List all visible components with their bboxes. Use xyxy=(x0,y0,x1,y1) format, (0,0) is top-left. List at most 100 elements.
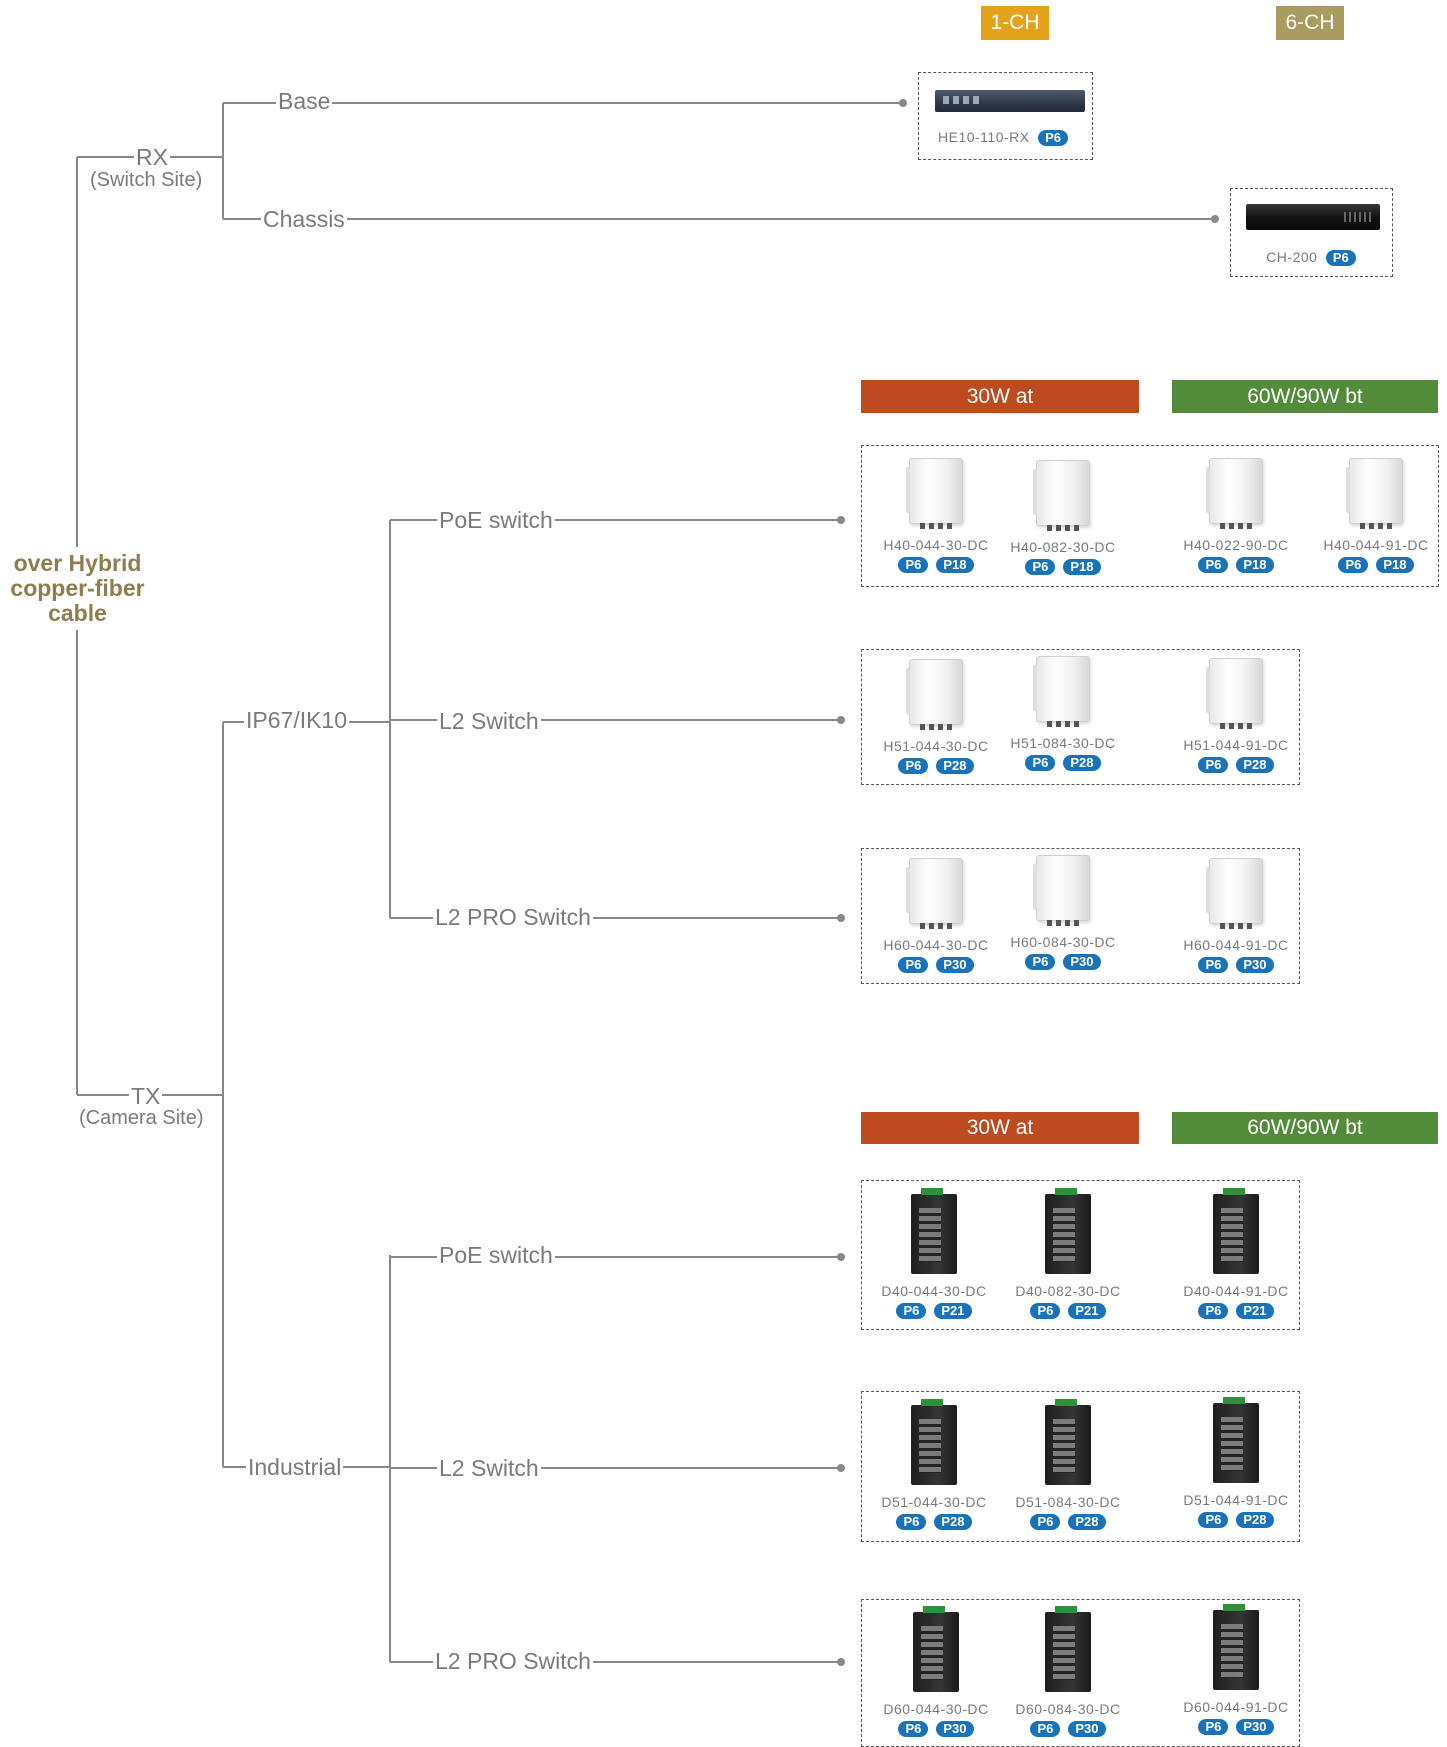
page-tag[interactable]: P21 xyxy=(1068,1303,1106,1319)
product-name: D60-044-91-DC xyxy=(1183,1699,1289,1715)
page-tag[interactable]: P28 xyxy=(1068,1514,1106,1530)
base-endpoint-dot xyxy=(899,99,907,107)
page-tag[interactable]: P6 xyxy=(1325,250,1356,266)
page-tag[interactable]: P6 xyxy=(1198,1512,1229,1528)
product-name: D51-084-30-DC xyxy=(1015,1494,1121,1510)
ip67-l2pro-product-box xyxy=(861,848,1300,984)
industrial-switch-image xyxy=(1045,1606,1091,1692)
page-tag[interactable]: P6 xyxy=(1038,130,1068,146)
ip67-l2pro-switch-label: L2 PRO Switch xyxy=(433,904,593,930)
product-name: D40-044-91-DC xyxy=(1183,1283,1289,1299)
page-tag[interactable]: P6 xyxy=(1198,1719,1229,1735)
page-tag[interactable]: P6 xyxy=(898,557,929,573)
page-tag[interactable]: P6 xyxy=(1030,1514,1061,1530)
product-d40-044-91-dc: D40-044-91-DC P6 P21 xyxy=(1166,1188,1306,1320)
page-tag[interactable]: P30 xyxy=(1236,957,1274,973)
page-tag[interactable]: P6 xyxy=(1338,557,1369,573)
page-tag[interactable]: P6 xyxy=(1030,1721,1061,1737)
page-tag[interactable]: P30 xyxy=(1063,954,1101,970)
ip67-enclosure-image xyxy=(906,858,963,929)
product-name: H51-044-30-DC xyxy=(883,738,989,754)
page-tag[interactable]: P6 xyxy=(896,1303,927,1319)
page-tag[interactable]: P28 xyxy=(1236,757,1274,773)
tx-sublabel: (Camera Site) xyxy=(79,1107,204,1129)
page-tag[interactable]: P6 xyxy=(1025,755,1056,771)
product-name: H40-044-91-DC xyxy=(1323,537,1429,553)
industrial-l2-product-box xyxy=(861,1391,1300,1542)
page-tag[interactable]: P28 xyxy=(934,1514,972,1530)
ip67-l2-endpoint-dot xyxy=(837,716,845,724)
product-d51-084-30-dc: D51-084-30-DC P6 P28 xyxy=(998,1399,1138,1531)
rx-base-product-box xyxy=(918,72,1093,160)
ip67-enclosure-image xyxy=(1033,460,1090,531)
page-tag[interactable]: P30 xyxy=(936,1721,974,1737)
page-tag[interactable]: P30 xyxy=(1068,1721,1106,1737)
ip67-label: IP67/IK10 xyxy=(244,707,350,733)
tx-label: TX xyxy=(129,1083,163,1109)
page-tag[interactable]: P6 xyxy=(1198,1303,1229,1319)
rack-unit-image xyxy=(935,90,1085,112)
page-tag[interactable]: P6 xyxy=(898,957,929,973)
ip67-l2-switch-label: L2 Switch xyxy=(437,708,541,734)
page-tag[interactable]: P18 xyxy=(936,557,974,573)
product-name: D60-084-30-DC xyxy=(1015,1701,1121,1717)
page-tag[interactable]: P28 xyxy=(936,758,974,774)
industrial-l2-switch-label: L2 Switch xyxy=(437,1455,541,1481)
page-tag[interactable]: P6 xyxy=(1198,957,1229,973)
ip67-enclosure-image xyxy=(1033,656,1090,727)
product-name: H51-084-30-DC xyxy=(1010,735,1116,751)
page-tag[interactable]: P6 xyxy=(1025,559,1056,575)
page-tag[interactable]: P21 xyxy=(934,1303,972,1319)
product-h40-044-91-dc: H40-044-91-DC P6 P18 xyxy=(1306,458,1446,574)
industrial-l2-endpoint-dot xyxy=(837,1464,845,1472)
page-tag[interactable]: P18 xyxy=(1236,557,1274,573)
product-name: H60-084-30-DC xyxy=(1010,934,1116,950)
page-tag[interactable]: P6 xyxy=(1198,757,1229,773)
page-tag[interactable]: P18 xyxy=(1376,557,1414,573)
page-tag[interactable]: P6 xyxy=(1030,1303,1061,1319)
page-tag[interactable]: P28 xyxy=(1063,755,1101,771)
industrial-switch-image xyxy=(913,1606,959,1692)
chassis-endpoint-dot xyxy=(1211,215,1219,223)
page-tag[interactable]: P6 xyxy=(898,758,929,774)
page-tag[interactable]: P30 xyxy=(936,957,974,973)
product-d60-084-30-dc: D60-084-30-DC P6 P30 xyxy=(998,1606,1138,1738)
page-tag[interactable]: P6 xyxy=(1025,954,1056,970)
page-tag[interactable]: P6 xyxy=(898,1721,929,1737)
page-tag[interactable]: P6 xyxy=(1198,557,1229,573)
page-tag[interactable]: P6 xyxy=(896,1514,927,1530)
product-h51-044-30-dc: H51-044-30-DC P6 P28 xyxy=(866,659,1006,775)
base-label: Base xyxy=(276,88,333,114)
industrial-label: Industrial xyxy=(246,1454,344,1480)
header-1ch: 1-CH xyxy=(981,6,1049,40)
rx-sublabel: (Switch Site) xyxy=(90,169,203,191)
root-label: over Hybrid copper-fiber cable xyxy=(0,547,155,630)
product-name: H60-044-91-DC xyxy=(1183,937,1289,953)
page-tag[interactable]: P18 xyxy=(1063,559,1101,575)
product-d40-044-30-dc: D40-044-30-DC P6 P21 xyxy=(864,1188,1004,1320)
page-tag[interactable]: P30 xyxy=(1236,1719,1274,1735)
page-tag[interactable]: P21 xyxy=(1236,1303,1274,1319)
product-name: CH-200 xyxy=(1266,249,1318,265)
product-h60-084-30-dc: H60-084-30-DC P6 P30 xyxy=(993,855,1133,971)
ip67-l2pro-endpoint-dot xyxy=(837,914,845,922)
product-h51-084-30-dc: H51-084-30-DC P6 P28 xyxy=(993,656,1133,772)
product-name: D40-044-30-DC xyxy=(881,1283,987,1299)
industrial-poe-switch-label: PoE switch xyxy=(437,1242,555,1268)
product-name: HE10-110-RX xyxy=(938,129,1030,145)
industrial-switch-image xyxy=(1213,1397,1259,1483)
product-name: H40-082-30-DC xyxy=(1010,539,1116,555)
ip67-enclosure-image xyxy=(1346,458,1403,529)
product-name: D51-044-91-DC xyxy=(1183,1492,1289,1508)
header-30w-at-industrial: 30W at xyxy=(861,1112,1139,1144)
ip67-enclosure-image xyxy=(1206,658,1263,729)
industrial-switch-image xyxy=(911,1188,957,1274)
ip67-enclosure-image xyxy=(1033,855,1090,926)
page-tag[interactable]: P28 xyxy=(1236,1512,1274,1528)
industrial-poe-endpoint-dot xyxy=(837,1253,845,1261)
